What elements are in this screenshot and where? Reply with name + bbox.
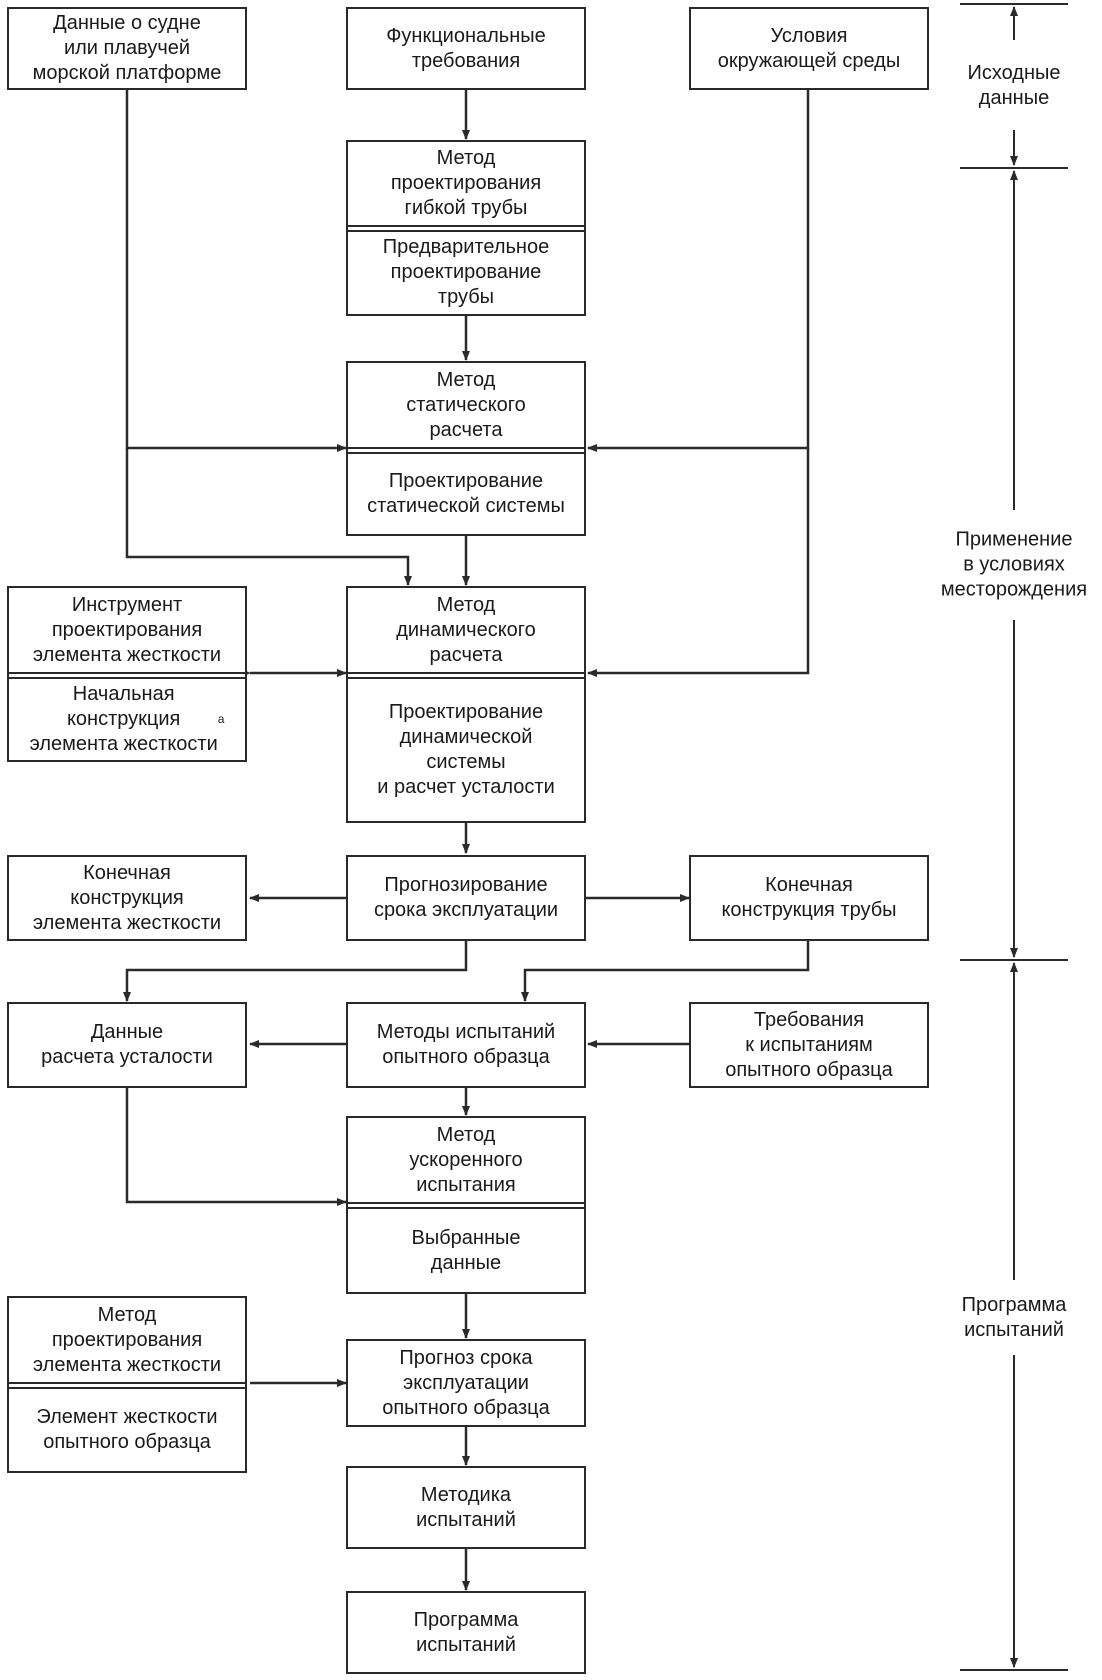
prototype-stiffener-label: Элемент жесткости опытного образца (36, 1406, 218, 1453)
stiffener-tool-label: Инструмент проектирования элемента жестк… (32, 593, 222, 666)
accelerated-method-label: Метод ускоренного испытания (409, 1123, 523, 1196)
final-stiffener-label: Конечная конструкция элемента жесткости (32, 861, 222, 934)
fatigue-data-label: Данные расчета усталости (41, 1021, 213, 1068)
static-design-label: Проектирование статической системы (367, 470, 565, 517)
selected-data-label: Выбранные данные (411, 1226, 521, 1274)
box-divider (348, 672, 584, 679)
dynamic-method-label: Метод динамического расчета (396, 593, 536, 666)
line-life-to-fatigue (123, 941, 468, 1002)
final-pipe-label: Конечная конструкция трубы (721, 874, 897, 921)
initial-stiffener-label: Начальная конструкция элемента жесткости (29, 683, 218, 755)
functional-requirements-label: Функциональные требования (386, 24, 546, 72)
prototype-requirements-box: Требования к испытаниям опытного образца (689, 1002, 929, 1088)
line-fatigue-to-accel (125, 1088, 347, 1206)
phase-input-label: Исходные данные (967, 59, 1061, 113)
phase-program-label: Программа испытаний (961, 1291, 1067, 1345)
fatigue-data-box: Данные расчета усталости (7, 1002, 247, 1088)
stiffener-tool-box: Инструмент проектирования элемента жестк… (7, 586, 247, 762)
test-program-label: Программа испытаний (413, 1608, 519, 1656)
environment-label: Условия окружающей среды (717, 24, 901, 72)
final-pipe-box: Конечная конструкция трубы (689, 855, 929, 941)
environment-box: Условия окружающей среды (689, 7, 929, 90)
accelerated-box: Метод ускоренного испытания Выбранные да… (346, 1116, 586, 1294)
prototype-life-label: Прогноз срока эксплуатации опытного обра… (382, 1346, 550, 1419)
line-vessel-to-static (125, 90, 347, 452)
footnote-marker: a (217, 712, 225, 726)
prototype-methods-box: Методы испытаний опытного образца (346, 1002, 586, 1088)
prototype-requirements-label: Требования к испытаниям опытного образца (725, 1008, 893, 1081)
prototype-methods-label: Методы испытаний опытного образца (376, 1021, 556, 1068)
pipe-design-method-label: Метод проектирования гибкой трубы (390, 146, 542, 219)
box-divider (348, 447, 584, 454)
line-vessel-to-dynamic (125, 448, 412, 586)
line-env-to-dynamic (587, 448, 810, 677)
line-pipe-to-prototype (521, 941, 810, 1002)
test-methodology-label: Методика испытаний (416, 1483, 516, 1531)
static-box: Метод статического расчета Проектировани… (346, 361, 586, 536)
box-divider (9, 1382, 245, 1389)
pipe-design-box: Метод проектирования гибкой трубы Предва… (346, 140, 586, 316)
final-stiffener-box: Конечная конструкция элемента жесткости (7, 855, 247, 941)
static-method-label: Метод статического расчета (406, 368, 526, 441)
test-program-box: Программа испытаний (346, 1591, 586, 1674)
functional-requirements-box: Функциональные требования (346, 7, 586, 90)
line-env-to-static (587, 90, 810, 452)
stiffener-method-box: Метод проектирования элемента жесткости … (7, 1296, 247, 1473)
service-life-box: Прогнозирование срока эксплуатации (346, 855, 586, 941)
prelim-design-label: Предварительное проектирование трубы (382, 236, 550, 309)
stiffener-method-label: Метод проектирования элемента жесткости (32, 1303, 222, 1376)
box-divider (348, 224, 584, 232)
box-divider (9, 672, 245, 679)
phase-field-label: Применение в условиях месторождения (940, 525, 1088, 605)
service-life-label: Прогнозирование срока эксплуатации (373, 874, 559, 921)
vessel-data-label: Данные о судне или плавучей морской плат… (32, 12, 222, 84)
dynamic-box: Метод динамического расчета Проектирован… (346, 586, 586, 823)
initial-stiffener-cell: Начальная конструкция элемента жесткости… (9, 679, 245, 760)
test-methodology-box: Методика испытаний (346, 1466, 586, 1549)
box-divider (348, 1202, 584, 1209)
vessel-data-box: Данные о судне или плавучей морской плат… (7, 7, 247, 90)
prototype-life-box: Прогноз срока эксплуатации опытного обра… (346, 1339, 586, 1427)
dynamic-design-label: Проектирование динамической системы и ра… (377, 701, 555, 798)
